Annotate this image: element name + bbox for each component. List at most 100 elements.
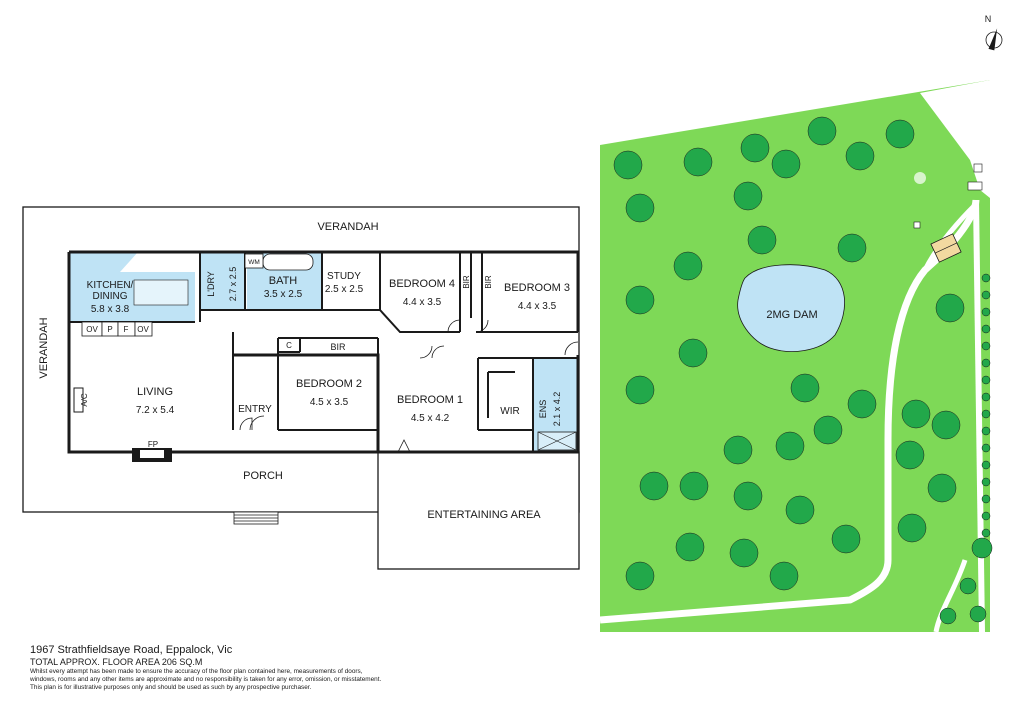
north-arrow-icon: [985, 28, 1003, 51]
tree: [625, 193, 655, 223]
label-laundry: L'DRY: [206, 271, 216, 297]
floor-plan: VERANDAH VERANDAH KITCHEN/ DINING 5.8 x …: [22, 206, 580, 570]
hedge-tree: [981, 443, 991, 453]
label-entertaining-area: ENTERTAINING AREA: [427, 509, 541, 521]
tree: [931, 410, 961, 440]
ensuite-area: [533, 358, 579, 452]
tree: [807, 116, 837, 146]
hedge-tree: [981, 307, 991, 317]
dam: [737, 264, 845, 352]
tree: [901, 399, 931, 429]
label-verandah-top: VERANDAH: [317, 221, 378, 233]
hedge-tree: [981, 358, 991, 368]
label-bir-c: BIR: [330, 342, 346, 352]
tree: [837, 233, 867, 263]
laundry-area: [200, 252, 245, 310]
hedge-tree: [981, 460, 991, 470]
tree: [847, 389, 877, 419]
tree: [723, 435, 753, 465]
label-study-size: 2.5 x 2.5: [325, 284, 364, 295]
label-ac: A/C: [80, 393, 89, 407]
label-closet: C: [286, 341, 292, 350]
hedge-tree: [981, 426, 991, 436]
hedge-tree: [981, 375, 991, 385]
porch-steps: [233, 511, 279, 525]
label-verandah-left: VERANDAH: [38, 317, 50, 378]
interior-walls: [69, 252, 578, 452]
kitchen-island: [133, 279, 189, 306]
tree: [673, 251, 703, 281]
hedge-tree: [981, 324, 991, 334]
label-bedroom-3: BEDROOM 3: [504, 282, 570, 294]
driveway-top: [920, 80, 990, 198]
disclaimer-line-1: Whilst every attempt has been made to en…: [30, 668, 363, 675]
tree: [775, 431, 805, 461]
ac-unit: [73, 387, 84, 413]
label-bedroom-4: BEDROOM 4: [389, 278, 455, 290]
label-pantry: P: [107, 325, 112, 334]
tree: [897, 513, 927, 543]
shed: [930, 233, 962, 263]
hedge-tree: [981, 409, 991, 419]
tank: [913, 221, 921, 229]
label-dining: DINING: [93, 291, 128, 302]
door-swings: [239, 319, 579, 453]
label-fp: FP: [148, 440, 158, 449]
trees: [613, 116, 993, 625]
fireplace-hearth: [140, 450, 164, 458]
label-wir: WIR: [500, 406, 519, 417]
tree: [678, 338, 708, 368]
label-fridge: F: [124, 325, 129, 334]
label-bedroom-4-size: 4.4 x 3.5: [403, 297, 442, 308]
label-porch: PORCH: [243, 470, 283, 482]
label-bedroom-1: BEDROOM 1: [397, 394, 463, 406]
label-ov-1: OV: [86, 325, 98, 334]
label-laundry-size: 2.7 x 2.5: [228, 267, 238, 302]
tree: [769, 561, 799, 591]
tree: [845, 141, 875, 171]
hedge-tree: [981, 528, 991, 538]
gate: [967, 181, 983, 191]
label-bedroom-2: BEDROOM 2: [296, 378, 362, 390]
label-bedroom-2-size: 4.5 x 3.5: [310, 397, 349, 408]
hedge-tree: [981, 477, 991, 487]
tree: [771, 149, 801, 179]
tree: [939, 607, 957, 625]
tree: [971, 537, 993, 559]
tree: [785, 495, 815, 525]
tree: [675, 532, 705, 562]
tree: [625, 561, 655, 591]
label-kitchen: KITCHEN/: [87, 280, 134, 291]
tree: [625, 285, 655, 315]
disclaimer-line-2: windows, rooms and any other items are a…: [30, 676, 382, 684]
tree: [740, 133, 770, 163]
label-study: STUDY: [327, 271, 361, 282]
tree: [969, 605, 987, 623]
side-path: [973, 199, 985, 633]
site: 2MG DAM N: [599, 14, 1003, 633]
washing-machine: [244, 253, 264, 269]
tree: [895, 440, 925, 470]
tree: [683, 147, 713, 177]
label-living: LIVING: [137, 386, 173, 398]
label-north: N: [985, 14, 992, 24]
tree: [733, 181, 763, 211]
label-wm: WM: [248, 259, 260, 266]
property-info: 1967 Strathfieldsaye Road, Eppalock, Vic…: [30, 644, 450, 693]
tree: [885, 119, 915, 149]
label-bedroom-3-size: 4.4 x 3.5: [518, 301, 557, 312]
entertaining-area: [377, 451, 580, 570]
label-entry: ENTRY: [238, 404, 272, 415]
label-bath: BATH: [269, 275, 298, 287]
tree: [831, 524, 861, 554]
label-ens-size: 2.1 x 4.2: [552, 392, 562, 427]
turnaround: [914, 172, 926, 184]
mailbox: [973, 163, 983, 173]
label-bir-a: BIR: [462, 275, 471, 289]
label-dam: 2MG DAM: [766, 309, 817, 321]
hedge-tree: [981, 494, 991, 504]
hedge-tree: [981, 273, 991, 283]
tree: [729, 538, 759, 568]
tree: [959, 577, 977, 595]
tree: [625, 375, 655, 405]
